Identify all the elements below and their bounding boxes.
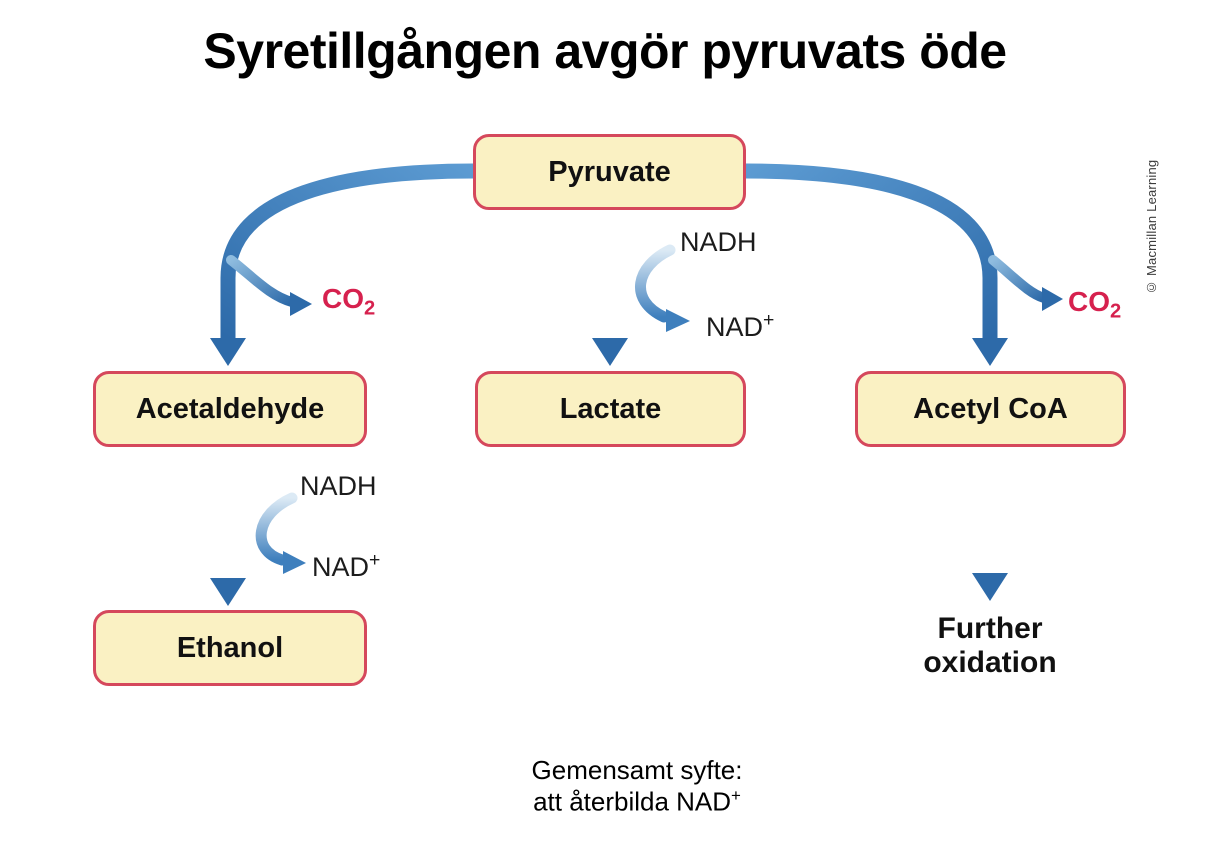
node-lactate: Lactate [475,371,746,447]
arrow-pyruvate-to-acetylcoa [738,163,998,347]
node-further-oxidation: Further oxidation [923,612,1057,680]
co2-label-left: CO2 [322,283,376,320]
node-acetaldehyde-label: Acetaldehyde [135,392,325,425]
arrowhead-nad-left [283,551,306,574]
node-lactate-label: Lactate [559,392,662,425]
copyright-credit: © Macmillan Learning [1144,159,1159,295]
nad-plus-label-middle: NAD+ [706,309,775,342]
arrowhead-acetaldehyde [210,338,246,366]
arrowhead-co2-right [1042,287,1063,311]
node-acetaldehyde: Acetaldehyde [93,371,367,447]
arrowhead-ethanol [210,578,246,606]
arrowhead-lactate [592,338,628,366]
arrowhead-acetylcoa [972,338,1008,366]
nad-plus-label-left: NAD+ [312,549,381,582]
footer-note: Gemensamt syfte: att återbilda NAD+ [436,755,838,818]
arrow-nadh-to-nad-left [255,492,298,566]
arrowhead-co2-left [290,292,312,316]
arrow-co2-left-branch [226,255,297,307]
nadh-label-middle: NADH [680,227,757,257]
node-acetyl-coa: Acetyl CoA [855,371,1126,447]
node-acetyl-coa-label: Acetyl CoA [913,392,1068,425]
arrow-co2-right-branch [988,255,1049,303]
node-pyruvate-label: Pyruvate [548,155,671,188]
slide-title: Syretillgången avgör pyruvats öde [203,23,1007,79]
node-ethanol: Ethanol [93,610,367,686]
nadh-label-left: NADH [300,471,377,501]
co2-label-right: CO2 [1068,286,1122,323]
footer-line1: Gemensamt syfte: [531,755,743,785]
arrowhead-nad-middle [666,309,690,332]
arrowhead-further-oxidation [972,573,1008,601]
footer-line2: att återbilda NAD+ [533,786,741,817]
node-ethanol-label: Ethanol [176,631,284,664]
node-pyruvate: Pyruvate [473,134,746,210]
arrow-nadh-to-nad-middle [635,244,676,323]
